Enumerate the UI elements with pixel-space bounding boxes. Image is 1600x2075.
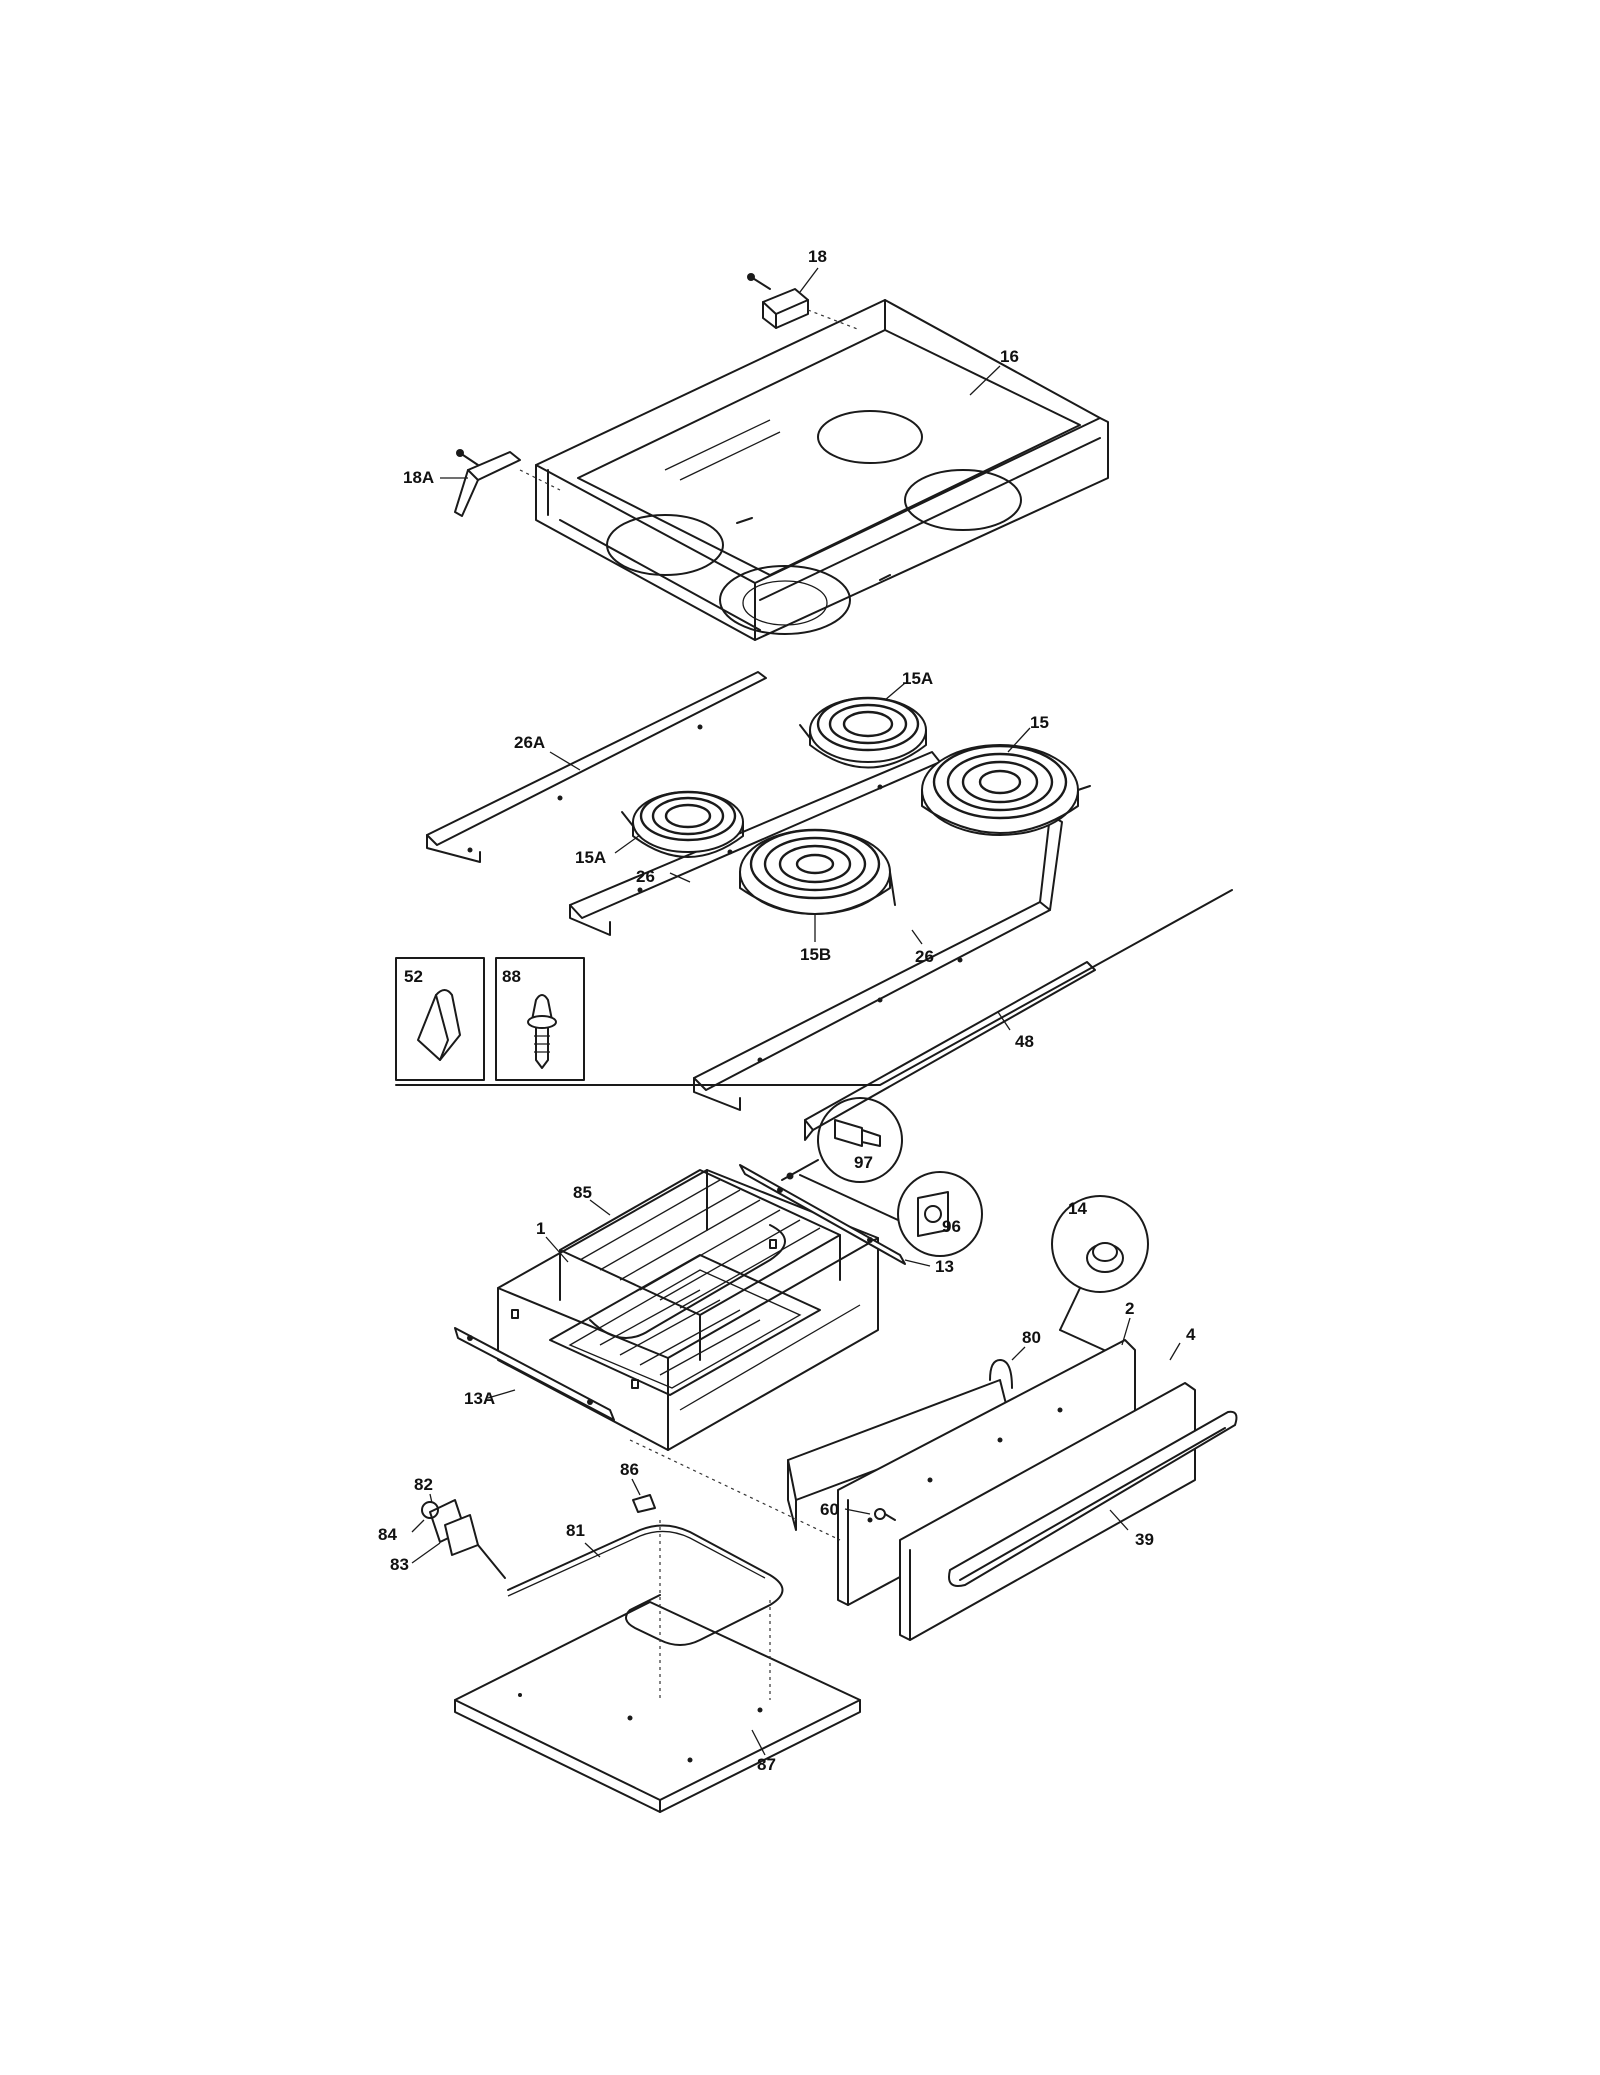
callout-60: 60 — [820, 1500, 839, 1519]
oven-rack-85 — [559, 1169, 841, 1361]
drawer-slide-13A — [454, 1327, 615, 1421]
bake-element-81 — [507, 1524, 784, 1646]
cooktop-glass-top — [535, 299, 1109, 641]
callout-18A: 18A — [403, 468, 434, 487]
callout-52: 52 — [404, 967, 423, 986]
trim-strip-48 — [804, 961, 1096, 1141]
surface-element-15A-top — [799, 696, 927, 769]
callout-80: 80 — [1022, 1328, 1041, 1347]
section-divider-line — [395, 889, 1233, 1086]
callout-4: 4 — [1186, 1325, 1196, 1344]
callout-39: 39 — [1135, 1530, 1154, 1549]
screw-callout-97 — [781, 1097, 903, 1183]
callout-18: 18 — [808, 247, 827, 266]
callout-83: 83 — [390, 1555, 409, 1574]
clip-86 — [632, 1494, 656, 1513]
callout-87: 87 — [757, 1755, 776, 1774]
callout-15: 15 — [1030, 713, 1049, 732]
callout-86: 86 — [620, 1460, 639, 1479]
knob-callout-14 — [1051, 1195, 1149, 1356]
terminal-block-82 — [421, 1499, 506, 1579]
callout-88: 88 — [502, 967, 521, 986]
clip-callout-96 — [799, 1171, 983, 1257]
rear-bracket-18 — [747, 273, 861, 331]
surface-element-15 — [921, 744, 1091, 836]
callout-26-left: 26 — [636, 867, 655, 886]
callout-2: 2 — [1125, 1299, 1134, 1318]
callout-48: 48 — [1015, 1032, 1034, 1051]
inset-box-52 — [395, 957, 485, 1081]
callout-26-right: 26 — [915, 947, 934, 966]
callout-81: 81 — [566, 1521, 585, 1540]
callout-26A: 26A — [514, 733, 545, 752]
drawer-handle-39 — [948, 1410, 1238, 1587]
callout-15A-left: 15A — [575, 848, 606, 867]
front-bracket-18A — [454, 449, 561, 517]
drawer-slide-13 — [739, 1164, 906, 1265]
callout-82: 82 — [414, 1475, 433, 1494]
callout-15B: 15B — [800, 945, 831, 964]
inset-box-88 — [495, 957, 585, 1081]
burner-support-26-left — [569, 751, 941, 936]
callout-97: 97 — [854, 1153, 873, 1172]
callout-85: 85 — [573, 1183, 592, 1202]
front-trim-26A — [426, 671, 767, 863]
callout-1: 1 — [536, 1219, 545, 1238]
callout-13: 13 — [935, 1257, 954, 1276]
connector-60 — [874, 1508, 896, 1521]
wire-80 — [989, 1359, 1013, 1389]
callout-13A: 13A — [464, 1389, 495, 1408]
drawer-outer-front-4 — [899, 1382, 1238, 1641]
callout-84: 84 — [378, 1525, 397, 1544]
bottom-pan-87 — [454, 1601, 861, 1813]
callout-14: 14 — [1068, 1199, 1087, 1218]
surface-element-15B — [739, 828, 896, 915]
callout-96: 96 — [942, 1217, 961, 1236]
callout-15A-top: 15A — [902, 669, 933, 688]
callout-leaders — [411, 267, 1181, 1756]
surface-element-15A-left — [621, 790, 744, 858]
callout-16: 16 — [1000, 347, 1019, 366]
